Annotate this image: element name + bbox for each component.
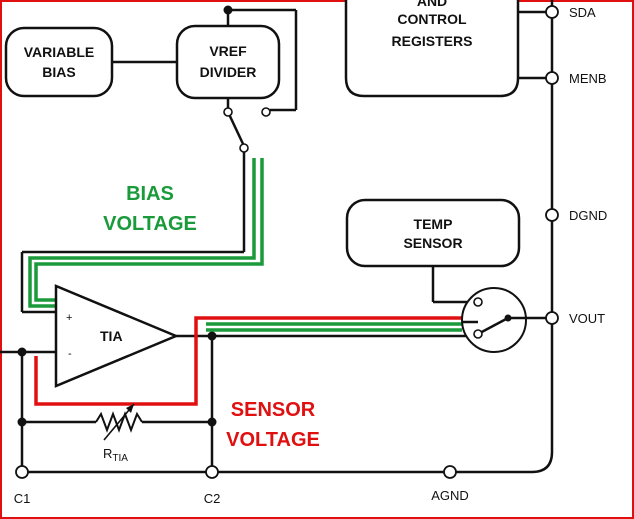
pin-c1-label: C1 bbox=[14, 491, 31, 506]
temp-sensor-label-2: SENSOR bbox=[403, 235, 462, 251]
pin-sda-label: SDA bbox=[569, 5, 596, 20]
sensor-voltage-path bbox=[34, 316, 462, 406]
vref-divider-block: VREF DIVIDER bbox=[175, 24, 281, 100]
pin-agnd-label: AGND bbox=[431, 488, 469, 503]
tia-opamp: TIA + - bbox=[54, 284, 180, 388]
bias-voltage-path bbox=[28, 158, 462, 332]
tia-plus-sign: + bbox=[66, 312, 72, 324]
rtia-label: RTIA bbox=[103, 446, 128, 464]
pin-vout-label: VOUT bbox=[569, 311, 605, 326]
variable-bias-label-2: BIAS bbox=[42, 64, 75, 80]
sensor-voltage-annotation-1: SENSOR bbox=[231, 399, 316, 421]
pin-dgnd-label: DGND bbox=[569, 208, 607, 223]
control-registers-label-1: AND bbox=[417, 0, 447, 9]
variable-bias-block: VARIABLE BIAS bbox=[4, 26, 114, 98]
junction-dots bbox=[17, 5, 233, 427]
pins: SDA MENB DGND VOUT AGND C1 C2 bbox=[14, 5, 608, 506]
bias-voltage-annotation-2: VOLTAGE bbox=[103, 213, 197, 235]
pin-menb-label: MENB bbox=[569, 71, 607, 86]
bias-switch bbox=[223, 107, 271, 153]
control-registers-label-3: REGISTERS bbox=[392, 33, 473, 49]
output-switch bbox=[461, 287, 527, 353]
sensor-voltage-annotation-2: VOLTAGE bbox=[226, 429, 320, 451]
control-registers-block: AND CONTROL REGISTERS bbox=[344, 0, 520, 98]
pin-c2-label: C2 bbox=[204, 491, 221, 506]
vref-divider-label-2: DIVIDER bbox=[200, 64, 257, 80]
tia-label: TIA bbox=[100, 328, 123, 344]
bias-voltage-annotation-1: BIAS bbox=[126, 183, 174, 205]
feedback-resistor: RTIA bbox=[95, 403, 143, 464]
vref-divider-label-1: VREF bbox=[209, 43, 247, 59]
temp-sensor-block: TEMP SENSOR bbox=[345, 198, 521, 268]
variable-bias-label-1: VARIABLE bbox=[24, 44, 95, 60]
temp-sensor-label-1: TEMP bbox=[414, 216, 453, 232]
control-registers-label-2: CONTROL bbox=[397, 11, 467, 27]
tia-minus-sign: - bbox=[68, 348, 72, 360]
